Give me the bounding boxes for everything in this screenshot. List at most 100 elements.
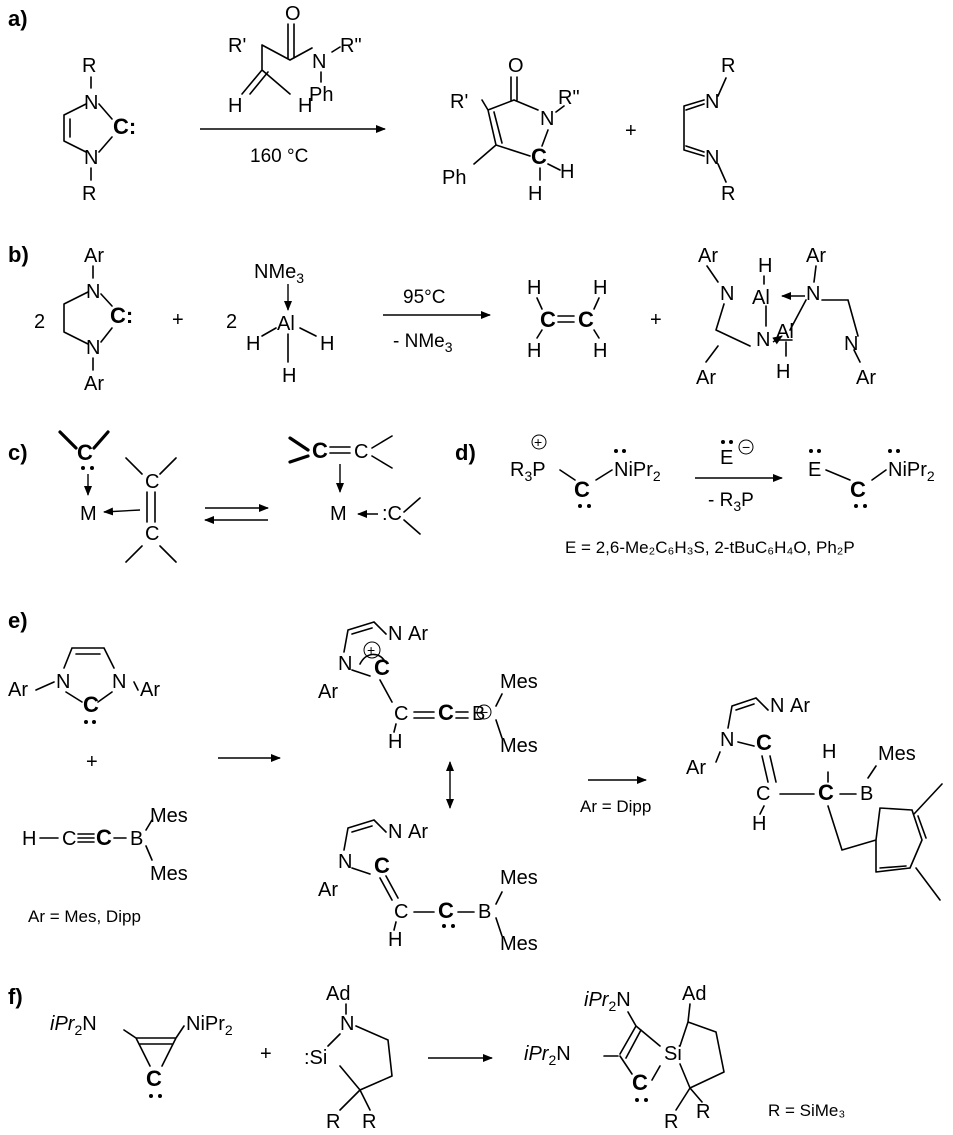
svg-text:iPr2N: iPr2N [524, 1043, 571, 1068]
svg-text:C: C [756, 730, 772, 755]
panel-f-cyclopropenylidene: iPr2N NiPr2 C [50, 1013, 233, 1098]
svg-text:N: N [388, 821, 402, 843]
panel-a-product: O R' N R" Ph C H H [442, 55, 580, 205]
svg-text:O: O [508, 55, 524, 77]
panel-f-product: iPr2N iPr2N Ad Si C R R [524, 983, 725, 1133]
svg-text:R': R' [450, 91, 468, 113]
svg-text:N: N [806, 283, 820, 305]
svg-text:−: − [480, 704, 488, 720]
svg-text:H: H [528, 183, 542, 205]
svg-text:Si: Si [664, 1043, 682, 1065]
svg-text:C: C [540, 307, 556, 332]
svg-text:H: H [822, 741, 836, 763]
svg-text:Ad: Ad [682, 983, 706, 1005]
svg-text:C: C [394, 901, 408, 923]
svg-text:C: C [632, 1070, 648, 1095]
svg-text:Mes: Mes [878, 743, 916, 765]
svg-text:+: + [534, 434, 542, 450]
svg-text:B: B [478, 901, 491, 923]
svg-text:N: N [86, 337, 100, 359]
panel-d-footnote: E = 2,6-Me₂C₆H₃S, 2-tBuC₆H₄O, Ph₂P [565, 538, 855, 557]
svg-text:Ar: Ar [856, 367, 876, 389]
svg-text:C: C [77, 440, 93, 465]
panel-e-alkyne: H C C B Mes Mes [22, 805, 188, 885]
svg-text:Ar: Ar [318, 681, 338, 703]
svg-text:C: C [145, 523, 159, 545]
svg-text:H: H [776, 361, 790, 383]
svg-text:Al: Al [752, 287, 770, 309]
svg-text:Ar: Ar [140, 679, 160, 701]
svg-text:C: C [354, 441, 368, 463]
svg-text:Mes: Mes [150, 805, 188, 827]
svg-text:C: C [374, 853, 390, 878]
panel-e-condition: Ar = Dipp [580, 797, 651, 816]
svg-text:N: N [338, 653, 352, 675]
svg-text:N: N [770, 695, 784, 717]
panel-e-ar-note: Ar = Mes, Dipp [28, 907, 141, 926]
svg-text:2: 2 [226, 311, 237, 333]
svg-text:H: H [282, 365, 296, 387]
svg-text:R': R' [228, 35, 246, 57]
panel-a-label: a) [8, 6, 28, 31]
svg-text:H: H [593, 340, 607, 362]
svg-text:H: H [527, 340, 541, 362]
panel-b-condition-bottom: - NMe3 [393, 331, 453, 355]
svg-text:Mes: Mes [500, 735, 538, 757]
svg-text:Ar: Ar [408, 821, 428, 843]
svg-text:NiPr2: NiPr2 [888, 459, 935, 484]
svg-text:H: H [388, 929, 402, 951]
svg-text:Ar: Ar [806, 245, 826, 267]
svg-text:2: 2 [34, 311, 45, 333]
svg-text:H: H [752, 813, 766, 835]
svg-text:Ar: Ar [696, 367, 716, 389]
panel-d-label: d) [455, 440, 476, 465]
panel-b-aluminum-dimer: Ar Ar Ar Ar H H N N N N Al Al [696, 245, 876, 389]
svg-text:H: H [228, 95, 242, 117]
svg-text:H: H [22, 828, 36, 850]
panel-a-reagent: R' O N R" Ph H H [228, 3, 362, 117]
svg-text:R: R [721, 55, 735, 77]
svg-text:Ar: Ar [84, 373, 104, 395]
panel-e-nhc: Ar N N Ar C [8, 647, 160, 724]
svg-text:C: C [62, 828, 76, 850]
svg-text:N: N [705, 147, 719, 169]
svg-text:H: H [246, 333, 260, 355]
panel-c-label: c) [8, 440, 28, 465]
svg-text:+: + [172, 309, 184, 331]
panel-d: d) + R3P C NiPr2 E − - R3P E C NiPr2 E =… [455, 434, 935, 557]
svg-text:N: N [388, 623, 402, 645]
svg-text:R: R [721, 183, 735, 205]
svg-text:B: B [472, 703, 485, 725]
panel-b-alane: NMe3 Al H H H [246, 261, 334, 387]
svg-text:NiPr2: NiPr2 [614, 459, 661, 484]
svg-text:B: B [860, 783, 873, 805]
svg-text:R: R [664, 1111, 678, 1133]
svg-text:R: R [696, 1101, 710, 1123]
svg-text:C: C [531, 144, 547, 169]
svg-text:B: B [130, 828, 143, 850]
svg-text:iPr2N: iPr2N [50, 1013, 97, 1038]
svg-text:E: E [808, 459, 821, 481]
panel-a-diimine: R N N R [683, 55, 735, 205]
svg-text:C: C [438, 700, 454, 725]
svg-text:N: N [720, 283, 734, 305]
svg-text:Ar: Ar [790, 695, 810, 717]
panel-c: c) C M C C C C M :C [8, 430, 421, 563]
svg-text:H: H [388, 731, 402, 753]
svg-text:Ph: Ph [442, 167, 466, 189]
svg-text:Ph: Ph [309, 84, 333, 106]
svg-text:R3P: R3P [510, 459, 546, 484]
svg-text::C: :C [382, 503, 402, 525]
svg-text:N: N [56, 671, 70, 693]
svg-text:R": R" [340, 35, 362, 57]
panel-f-silylene: Ad N :Si R R [304, 983, 393, 1133]
panel-e: e) Ar N N Ar C + H C C B Mes Mes Ar = Me… [8, 608, 943, 955]
panel-e-resonance-2: N Ar N Ar C C C B H Mes Mes [318, 819, 538, 955]
panel-a: a) R N C: N R R' O N R" Ph H H 160 °C O … [8, 3, 735, 205]
svg-text:Ar: Ar [408, 623, 428, 645]
svg-text:C: C [394, 703, 408, 725]
panel-f: f) iPr2N NiPr2 C + Ad N :Si R R iPr2N iP… [8, 983, 845, 1133]
svg-text:H: H [593, 277, 607, 299]
svg-text:N: N [86, 281, 100, 303]
